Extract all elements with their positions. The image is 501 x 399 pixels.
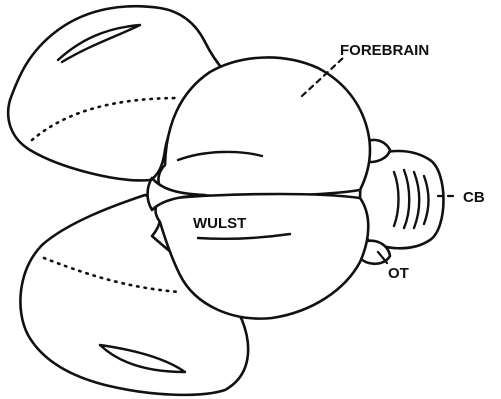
cb-label: CB bbox=[463, 189, 485, 206]
ot-label: OT bbox=[388, 265, 409, 282]
forebrain-label: FOREBRAIN bbox=[340, 42, 429, 59]
cerebellum bbox=[360, 151, 443, 248]
wulst-label: WULST bbox=[193, 215, 246, 232]
